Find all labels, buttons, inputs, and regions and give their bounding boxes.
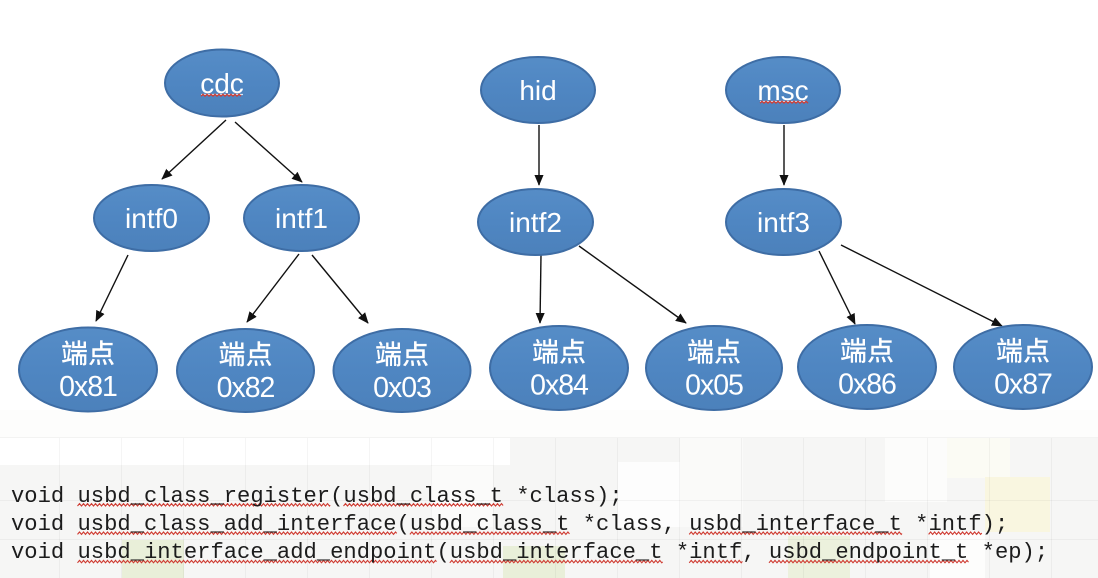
svg-text:intf1: intf1 (275, 203, 328, 234)
svg-text:intf0: intf0 (125, 203, 178, 234)
svg-text:0x87: 0x87 (994, 369, 1052, 401)
svg-text:intf3: intf3 (757, 207, 810, 238)
svg-text:0x82: 0x82 (217, 372, 275, 404)
svg-text:0x81: 0x81 (59, 371, 117, 403)
svg-text:0x86: 0x86 (838, 369, 896, 401)
svg-text:hid: hid (519, 75, 556, 106)
svg-text:intf2: intf2 (509, 207, 562, 238)
svg-text:0x05: 0x05 (685, 370, 743, 402)
svg-text:0x03: 0x03 (373, 372, 431, 404)
svg-text:0x84: 0x84 (530, 370, 589, 402)
